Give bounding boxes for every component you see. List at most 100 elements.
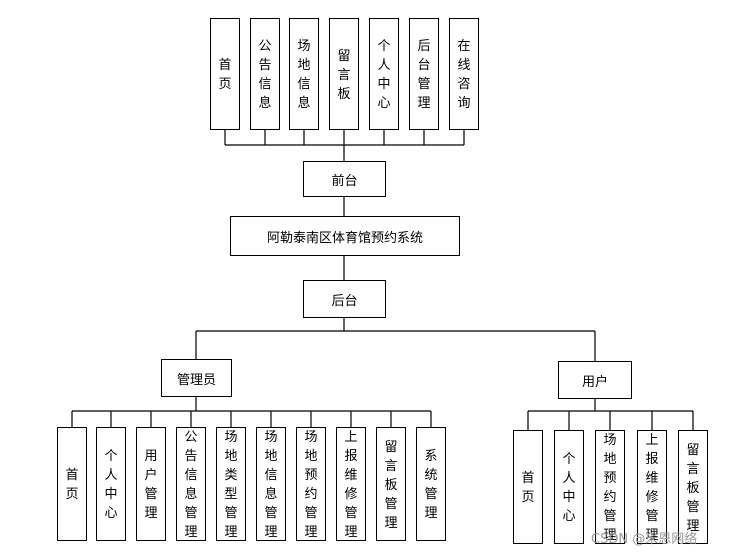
front-module-box: 留言板 bbox=[329, 18, 359, 130]
module-label-char: 预 bbox=[304, 468, 318, 483]
module-label-char: 场 bbox=[304, 430, 318, 445]
module-label-char: 个 bbox=[377, 39, 391, 54]
user-module-box: 个人中心 bbox=[554, 430, 584, 544]
module-label-char: 管 bbox=[384, 496, 398, 512]
module-label-char: 信 bbox=[297, 77, 311, 92]
module-label-char: 首 bbox=[65, 468, 79, 483]
module-label-char: 后 bbox=[417, 39, 431, 54]
module-label-char: 人 bbox=[104, 468, 118, 483]
module-label-char: 线 bbox=[457, 58, 471, 73]
module-label-char: 台 bbox=[417, 58, 431, 73]
admin-label: 管理员 bbox=[176, 372, 216, 388]
module-label-char: 告 bbox=[258, 58, 272, 73]
module-label-char: 息 bbox=[297, 96, 311, 111]
module-label-char: 场 bbox=[264, 430, 278, 445]
module-label-char: 管 bbox=[264, 506, 278, 521]
module-label-char: 息 bbox=[264, 487, 278, 502]
admin-module-box: 首页 bbox=[57, 427, 87, 541]
module-label-char: 修 bbox=[344, 487, 358, 502]
watermark: CSDN @米恩网络 bbox=[591, 532, 698, 547]
module-label-char: 页 bbox=[218, 77, 232, 92]
back-label: 后台 bbox=[331, 293, 358, 309]
system-node: 阿勒泰南区体育馆预约系统 bbox=[230, 216, 460, 256]
front-module-box: 首页 bbox=[210, 18, 240, 130]
admin-module-box: 用户管理 bbox=[136, 427, 166, 541]
module-label-char: 理 bbox=[264, 525, 278, 540]
module-label-char: 信 bbox=[258, 77, 272, 92]
front-node: 前台 bbox=[303, 161, 386, 197]
module-label-char: 管 bbox=[304, 506, 318, 521]
module-label-char: 管 bbox=[144, 487, 158, 502]
user-module-box: 留言板管理 bbox=[678, 430, 708, 544]
module-label-char: 约 bbox=[304, 487, 318, 502]
module-label-char: 理 bbox=[603, 528, 617, 543]
admin-module-box: 留言板管理 bbox=[376, 427, 406, 541]
module-label-char: 首 bbox=[218, 58, 232, 73]
module-label-char: 理 bbox=[304, 525, 318, 540]
module-label-char: 管 bbox=[645, 509, 659, 524]
module-label-char: 类 bbox=[224, 468, 238, 483]
module-label-char: 约 bbox=[603, 490, 617, 505]
module-label-char: 言 bbox=[384, 458, 398, 474]
module-label-char: 理 bbox=[344, 525, 358, 540]
module-label-char: 中 bbox=[104, 487, 118, 502]
module-label-char: 理 bbox=[184, 525, 198, 540]
admin-node: 管理员 bbox=[161, 359, 232, 397]
module-label-char: 地 bbox=[264, 449, 278, 464]
module-label-char: 维 bbox=[645, 471, 659, 486]
module-label-char: 页 bbox=[521, 490, 535, 505]
module-label-char: 型 bbox=[224, 487, 238, 502]
module-label-char: 报 bbox=[344, 449, 358, 464]
module-label-char: 理 bbox=[417, 96, 431, 111]
module-label-char: 理 bbox=[686, 518, 700, 534]
module-label-char: 地 bbox=[224, 449, 238, 464]
module-label-char: 系 bbox=[424, 449, 438, 464]
module-label-char: 言 bbox=[686, 461, 700, 477]
module-label-char: 理 bbox=[424, 506, 438, 521]
user-node: 用户 bbox=[558, 361, 632, 399]
module-label-char: 信 bbox=[264, 468, 278, 483]
user-module-box: 场地预约管理 bbox=[595, 430, 625, 544]
module-label-char: 报 bbox=[645, 452, 659, 467]
module-label-char: 预 bbox=[603, 471, 617, 486]
module-label-char: 管 bbox=[344, 506, 358, 521]
module-label-char: 地 bbox=[304, 449, 318, 464]
module-label-char: 留 bbox=[686, 442, 700, 458]
module-label-char: 心 bbox=[562, 509, 576, 524]
admin-module-box: 个人中心 bbox=[96, 427, 126, 541]
admin-module-box: 系统管理 bbox=[416, 427, 446, 541]
module-label-char: 咨 bbox=[457, 77, 471, 92]
module-label-char: 用 bbox=[144, 449, 158, 464]
module-label-char: 管 bbox=[686, 499, 700, 515]
module-label-char: 板 bbox=[337, 86, 351, 102]
module-label-char: 场 bbox=[603, 433, 617, 448]
user-module-box: 首页 bbox=[513, 430, 543, 544]
admin-module-box: 场地预约管理 bbox=[296, 427, 326, 541]
module-label-char: 上 bbox=[645, 433, 659, 448]
module-label-char: 理 bbox=[384, 515, 398, 531]
module-label-char: 场 bbox=[224, 430, 238, 445]
module-label-char: 板 bbox=[686, 480, 700, 496]
module-label-char: 统 bbox=[424, 468, 438, 483]
module-label-char: 理 bbox=[645, 528, 659, 543]
front-module-box: 场地信息 bbox=[289, 18, 319, 130]
module-label-char: 中 bbox=[562, 490, 576, 505]
front-label: 前台 bbox=[331, 173, 358, 189]
front-module-box: 公告信息 bbox=[250, 18, 280, 130]
module-label-char: 地 bbox=[603, 452, 617, 467]
module-label-char: 心 bbox=[377, 96, 391, 111]
module-label-char: 询 bbox=[457, 96, 471, 111]
module-label-char: 场 bbox=[297, 39, 311, 54]
front-module-box: 在线咨询 bbox=[449, 18, 479, 130]
module-label-char: 理 bbox=[144, 506, 158, 521]
module-label-char: 户 bbox=[144, 468, 158, 483]
module-label-char: 留 bbox=[384, 439, 398, 455]
module-label-char: 管 bbox=[184, 506, 198, 521]
back-node: 后台 bbox=[303, 280, 386, 318]
admin-module-box: 上报维修管理 bbox=[336, 427, 366, 541]
system-title: 阿勒泰南区体育馆预约系统 bbox=[266, 230, 423, 246]
module-label-char: 维 bbox=[344, 468, 358, 483]
module-label-char: 板 bbox=[384, 477, 398, 493]
front-module-box: 个人中心 bbox=[369, 18, 399, 130]
module-label-char: 管 bbox=[417, 77, 431, 92]
